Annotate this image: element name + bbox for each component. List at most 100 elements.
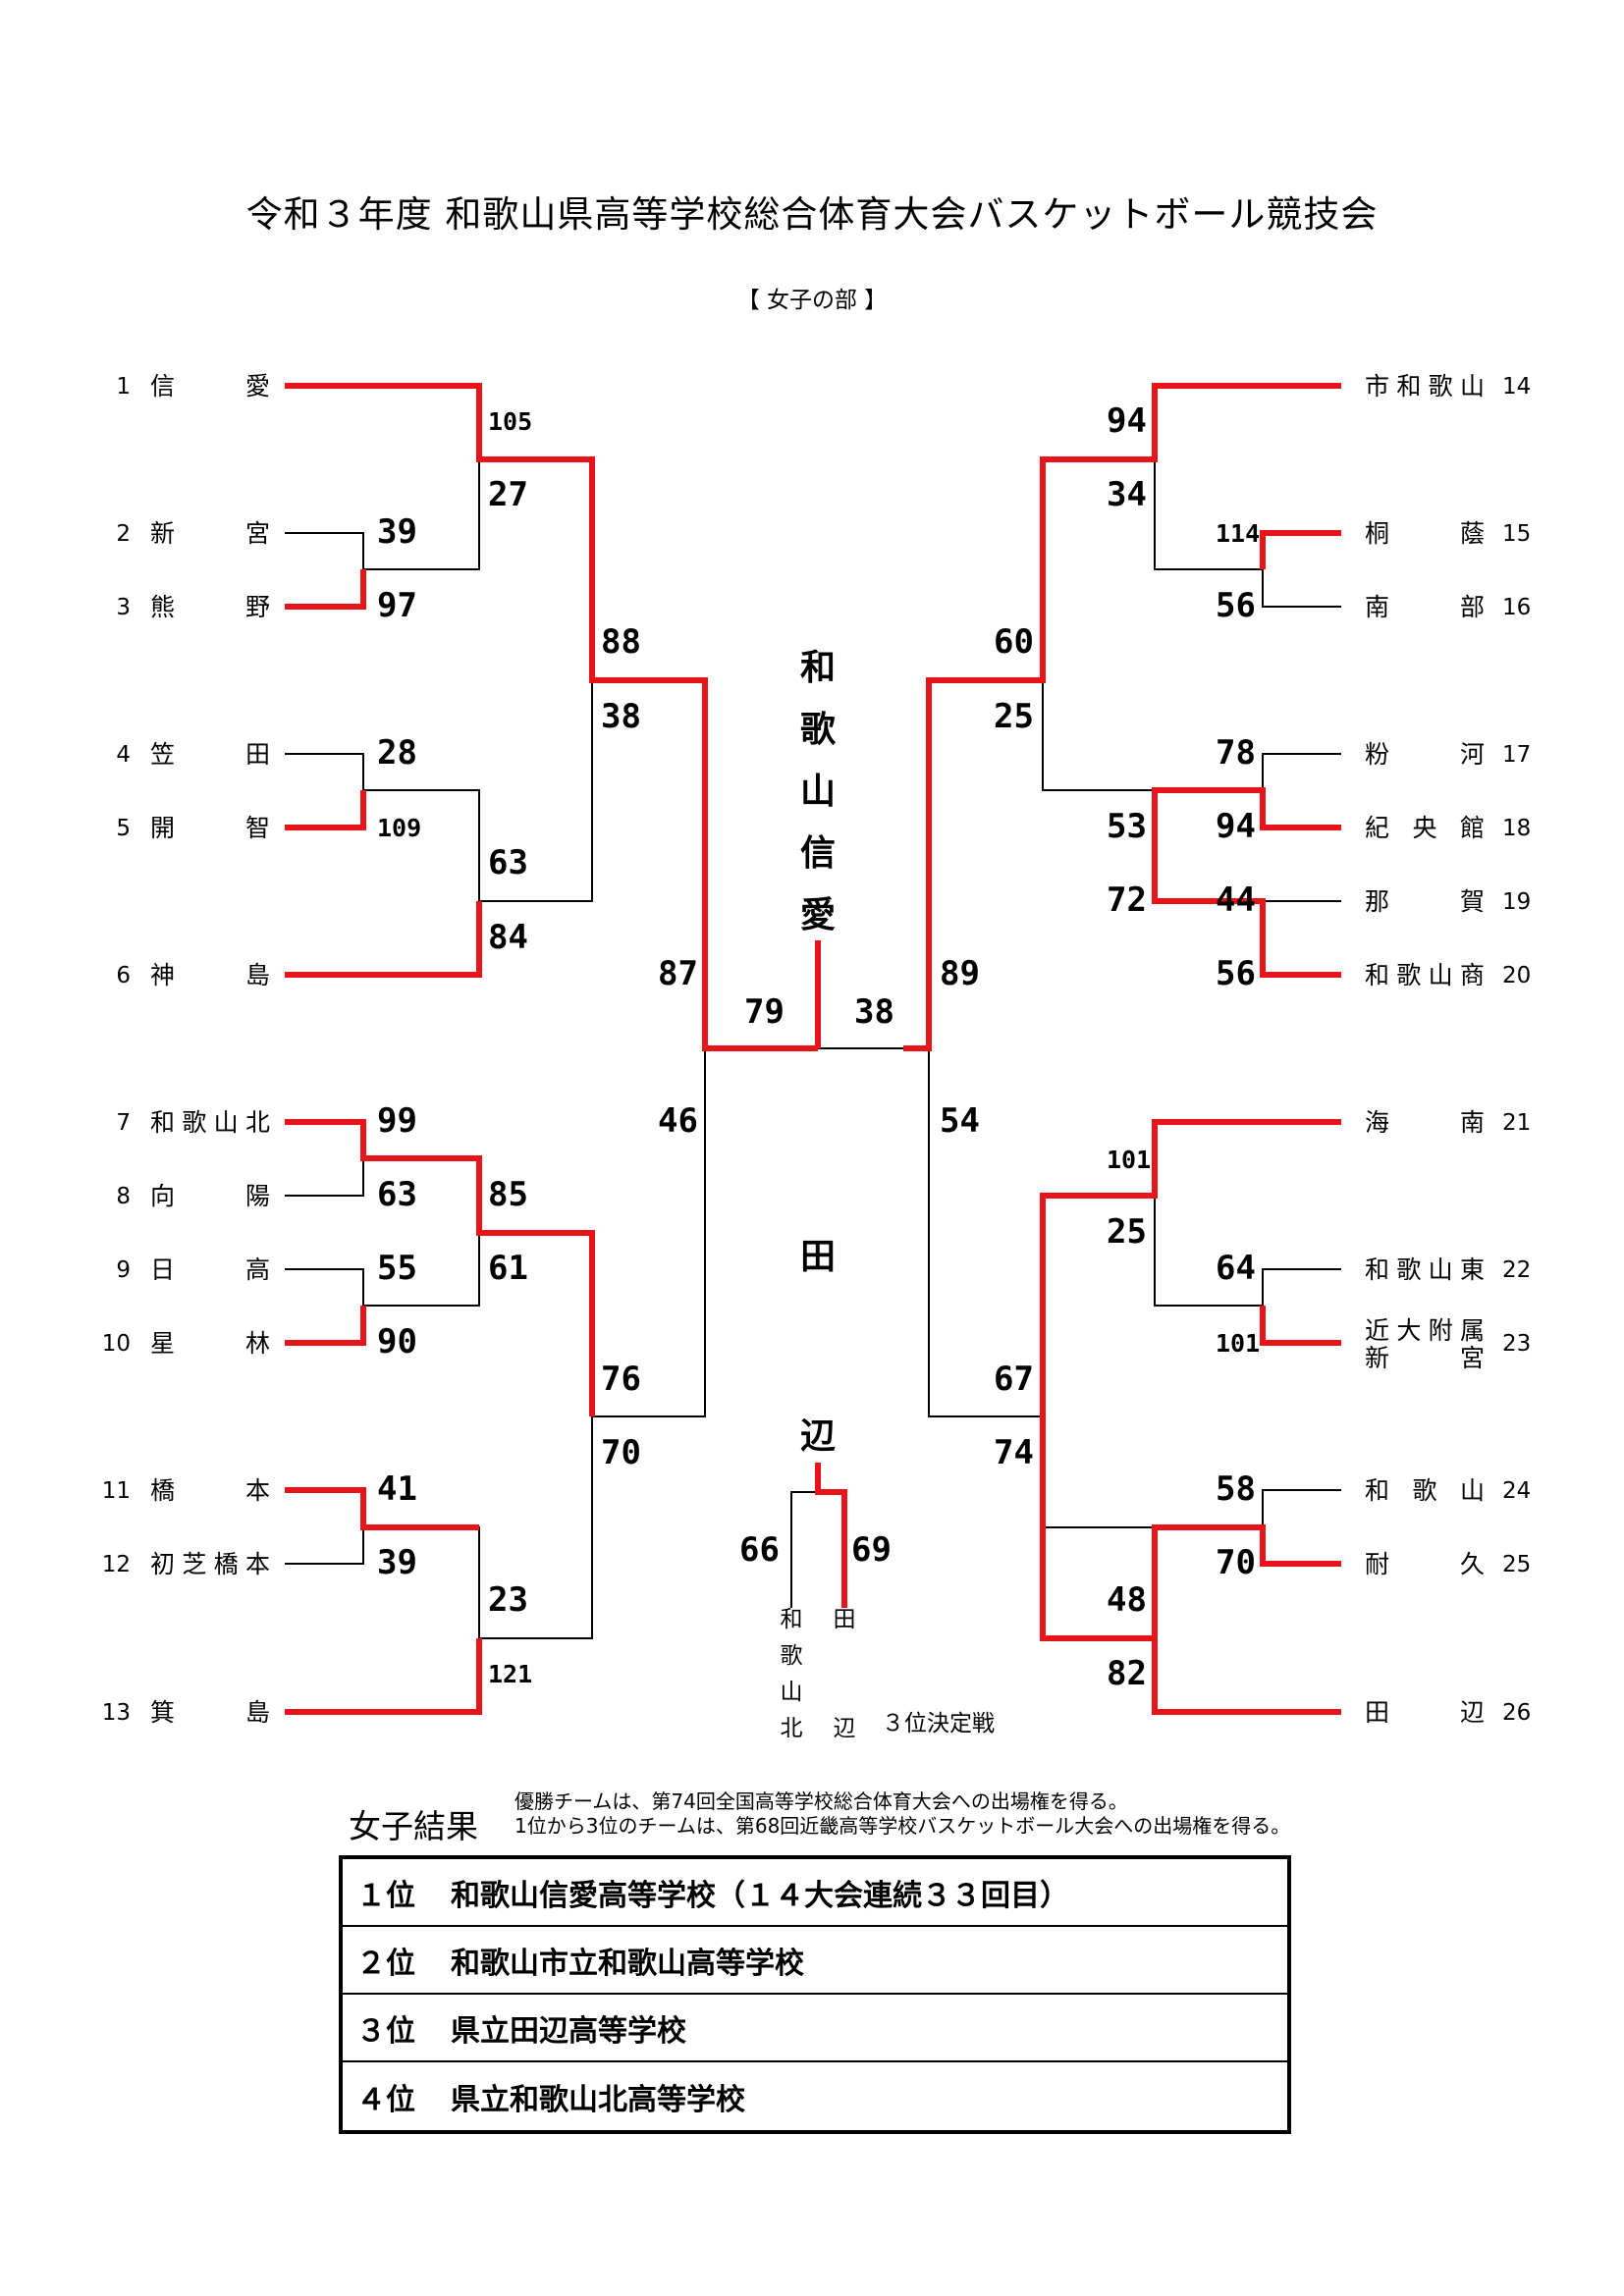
score: 56 [1216,586,1256,625]
team-number: 1 [116,374,131,400]
team-number: 3 [116,595,131,620]
result-rank: ３位 [356,2013,415,2049]
score: 101 [1107,1146,1151,1174]
team-number: 22 [1502,1257,1531,1283]
score: 39 [377,1543,417,1582]
score: 84 [488,918,528,957]
result-row: １位 和歌山信愛高等学校（１４大会連続３３回目） [343,1859,1287,1927]
score: 39 [377,512,417,552]
team-number: 11 [102,1478,131,1504]
score: 46 [658,1101,698,1141]
team-name: 向 陽 [150,1182,270,1210]
score: 105 [488,407,532,436]
team-number: 18 [1502,816,1531,841]
team-name: 熊 野 [150,593,270,621]
runnerup-name: 田辺 [800,1237,836,1457]
team-name: 和歌山商 [1365,961,1485,989]
vertical-char: 和 [781,1607,803,1632]
score: 101 [1216,1329,1260,1358]
score: 54 [940,1101,980,1141]
section-label: 【 女子の部 】 [736,288,888,313]
score: 109 [377,814,421,842]
score: 61 [488,1249,528,1288]
score: 76 [601,1360,641,1399]
score: 74 [994,1433,1034,1472]
team-number: 10 [102,1331,131,1357]
score: 25 [1107,1212,1147,1252]
vertical-char: 田 [800,1237,836,1277]
score: 63 [488,843,528,882]
team-name: 神 島 [150,961,270,989]
team-number: 14 [1502,374,1531,400]
score: 53 [1107,807,1147,846]
vertical-char: 歌 [800,710,837,750]
vertical-char: 山 [800,772,836,812]
team-number: 20 [1502,963,1531,988]
team-number: 17 [1502,742,1531,768]
score: 56 [1216,954,1256,993]
score: 25 [994,697,1034,736]
team-number: 13 [102,1700,131,1726]
team-name: 星 林 [150,1329,270,1358]
team-name: 新 宮 [150,519,270,548]
third-place-right-name: 田辺 [834,1607,856,1741]
result-row: ２位 和歌山市立和歌山高等学校 [343,1927,1287,1995]
score: 28 [377,733,417,773]
score: 87 [658,954,698,993]
team-name: 紀 央 館 [1365,814,1485,842]
page-title: 令和３年度 和歌山県高等学校総合体育大会バスケットボール競技会 [245,193,1379,236]
result-team: 県立田辺高等学校 [451,2013,686,2049]
team-name: 海 南 [1365,1108,1485,1137]
team-name: 和 歌 山 [1365,1476,1485,1505]
score: 48 [1107,1580,1147,1620]
score: 58 [1216,1469,1256,1509]
third-place-left-name: 和歌山北 [781,1607,803,1741]
team-name: 近大附属 [1365,1316,1485,1345]
vertical-char: 歌 [781,1643,803,1669]
team-number: 24 [1502,1478,1531,1504]
team-name: 田 辺 [1365,1698,1485,1727]
team-name: 和歌山東 [1365,1255,1485,1284]
team-number: 5 [116,816,131,841]
vertical-char: 北 [781,1716,803,1741]
team-name: 日 高 [150,1255,270,1284]
team-number: 9 [116,1257,131,1283]
results-notes: 優勝チームは、第74回全国高等学校総合体育大会への出場権を得る。 1位から3位の… [514,1789,1290,1839]
score: 64 [1216,1249,1256,1288]
team-name: 南 部 [1365,593,1485,621]
team-name: 橋 本 [150,1476,270,1505]
score: 60 [994,622,1034,662]
team-number: 15 [1502,521,1531,547]
score: 66 [739,1530,780,1570]
score: 82 [1107,1654,1147,1693]
team-name: 信 愛 [150,372,270,400]
team-name: 市和歌山 [1365,372,1485,400]
vertical-char: 愛 [800,895,836,935]
score: 121 [488,1660,532,1688]
team-name: 開 智 [150,814,270,842]
score: 79 [744,992,785,1032]
score-labels: 105 27 39 97 88 38 28 109 63 84 87 79 38… [377,401,1260,1693]
team-name: 初芝橋本 [150,1550,270,1578]
score: 70 [1216,1543,1256,1582]
score: 63 [377,1175,417,1214]
score: 72 [1107,881,1147,920]
score: 90 [377,1322,417,1362]
team-number: 26 [1502,1700,1531,1726]
score: 23 [488,1580,528,1620]
vertical-char: 和 [800,648,836,688]
team-name-line2: 新 宮 [1365,1344,1485,1372]
team-number: 19 [1502,889,1531,915]
score: 38 [601,697,641,736]
team-number: 7 [116,1110,131,1136]
score: 55 [377,1249,417,1288]
vertical-char: 辺 [800,1416,836,1457]
team-name: 桐 蔭 [1365,519,1485,548]
result-rank: ４位 [356,2082,415,2117]
score: 38 [854,992,894,1032]
result-team: 和歌山市立和歌山高等学校 [451,1946,804,1981]
vertical-char: 田 [834,1607,856,1632]
team-number: 2 [116,521,131,547]
